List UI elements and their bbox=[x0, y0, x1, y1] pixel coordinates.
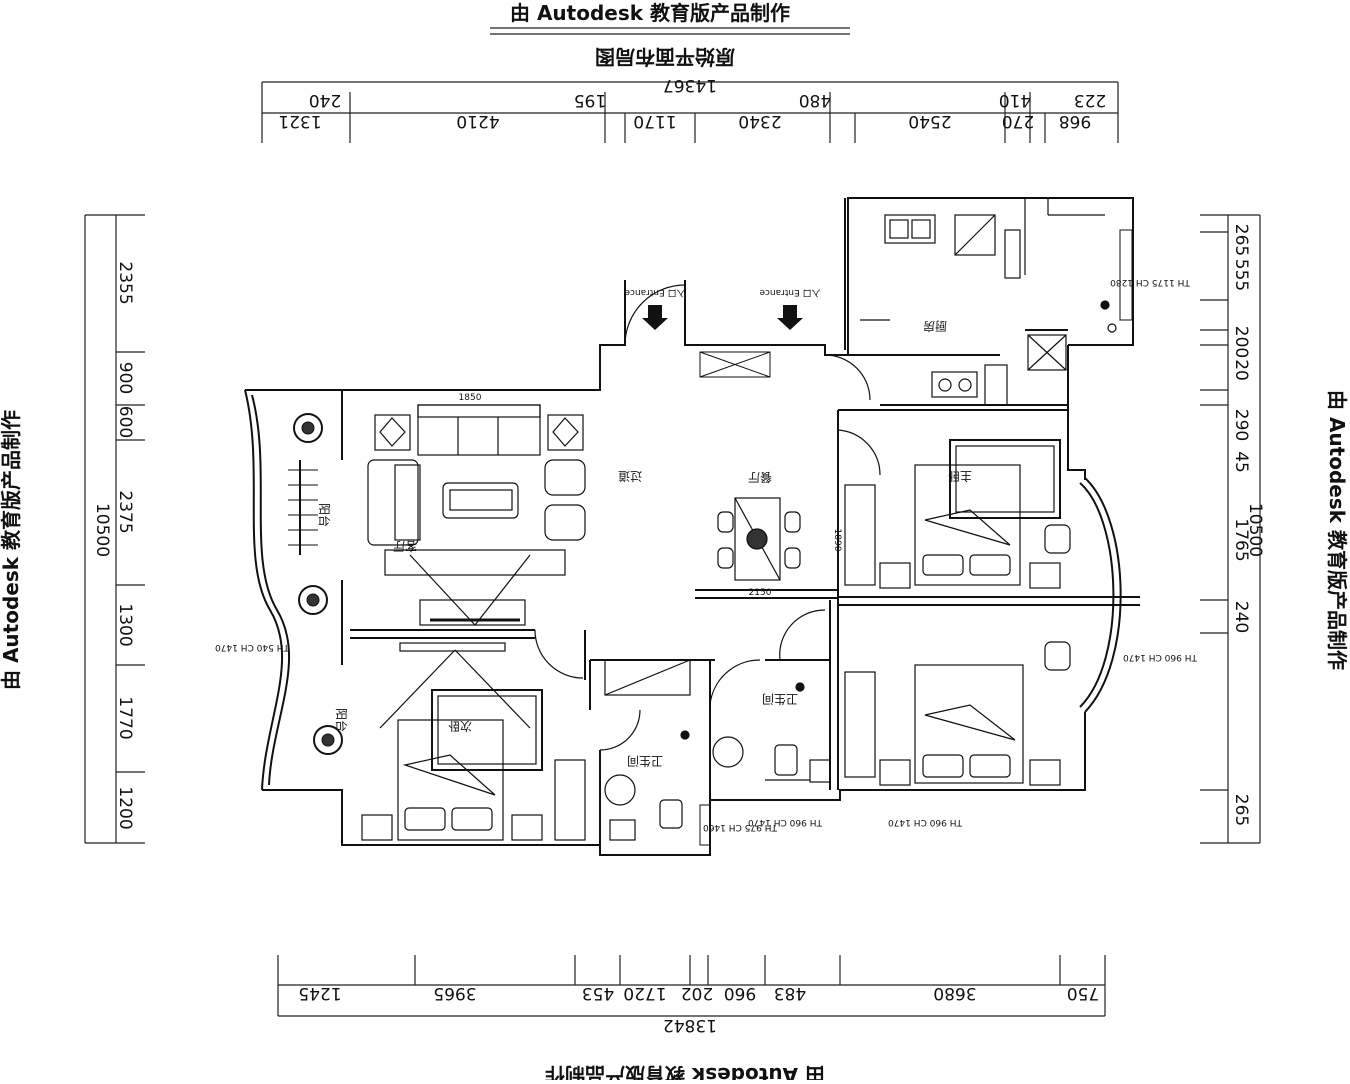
window-note: TH 1175 CH 1280 bbox=[1110, 277, 1191, 287]
room-kitchen: 厨房 bbox=[923, 319, 947, 334]
kitchen-fixtures bbox=[860, 198, 1117, 406]
window-markers bbox=[699, 229, 1133, 846]
dim-bottom: 1245 bbox=[298, 983, 341, 1003]
top-dimension-lines bbox=[261, 81, 1119, 143]
window-note: TH 960 CH 1470 bbox=[748, 817, 823, 827]
entrance-label: 入口 Entrance bbox=[624, 287, 686, 298]
dim-right: 1765 bbox=[1231, 518, 1251, 561]
third-bed bbox=[361, 642, 586, 841]
dim-left: 2375 bbox=[115, 490, 135, 533]
window-note: TH 960 CH 1470 bbox=[888, 817, 963, 827]
watermark-right: 由 Autodesk 教育版产品制作 bbox=[1325, 390, 1349, 670]
watermark-bottom: 由 Autodesk 教育版产品制作 bbox=[545, 1063, 825, 1080]
dim-right: 265 bbox=[1231, 794, 1251, 826]
doors bbox=[534, 284, 881, 751]
dining-table bbox=[717, 497, 801, 581]
dim-right: 555 bbox=[1231, 259, 1251, 291]
dim-bottom-total: 13842 bbox=[663, 1015, 717, 1035]
dim-right: 265 bbox=[1231, 224, 1251, 256]
dim-dining-width: 2150 bbox=[749, 588, 772, 598]
entrance-label: 入口 Entrance bbox=[759, 287, 821, 298]
dim-left: 600 bbox=[115, 406, 135, 438]
second-bed bbox=[844, 641, 1071, 786]
dim-top-upper: 240 bbox=[309, 90, 341, 110]
room-second-bed: 次卧 bbox=[448, 719, 472, 733]
dim-bottom: 483 bbox=[774, 983, 806, 1003]
room-corridor: 过道 bbox=[618, 469, 642, 483]
dim-bottom: 1720 bbox=[623, 983, 666, 1003]
dim-right: 200 bbox=[1231, 326, 1251, 358]
dim-top-lower: 2540 bbox=[908, 111, 951, 131]
dim-top-lower: 4210 bbox=[456, 111, 499, 131]
dim-top-upper: 480 bbox=[799, 90, 831, 110]
dim-right: 290 bbox=[1231, 409, 1251, 441]
room-balcony-2: 阳台 bbox=[334, 708, 349, 732]
dim-dining-height: 1890 bbox=[832, 529, 842, 552]
dim-top-total: 14367 bbox=[663, 75, 717, 95]
dim-top-lower: 2340 bbox=[738, 111, 781, 131]
dim-left: 900 bbox=[115, 362, 135, 394]
dim-bottom: 960 bbox=[724, 983, 756, 1003]
dim-top-upper: 410 bbox=[999, 90, 1031, 110]
dim-left-total: 10500 bbox=[92, 503, 112, 557]
master-bed bbox=[844, 439, 1071, 589]
dim-sofa: 1850 bbox=[459, 393, 482, 403]
dim-top-lower: 1321 bbox=[278, 111, 321, 131]
dim-right-total: 10500 bbox=[1245, 503, 1265, 557]
dim-left: 1300 bbox=[115, 603, 135, 646]
window-note: TH 960 CH 1470 bbox=[1123, 652, 1198, 662]
dim-right: 20 bbox=[1231, 359, 1251, 381]
watermark-top: 由 Autodesk 教育版产品制作 bbox=[510, 1, 790, 25]
dim-left: 1200 bbox=[115, 786, 135, 829]
dim-top-upper: 195 bbox=[574, 90, 606, 110]
bottom-dimension-lines bbox=[277, 955, 1106, 1017]
dim-top-lower: 968 bbox=[1059, 111, 1091, 131]
window-note: TH 540 CH 1470 bbox=[215, 642, 290, 652]
dim-bottom: 750 bbox=[1067, 983, 1099, 1003]
plant-icons bbox=[288, 413, 343, 755]
bathroom-fixtures bbox=[604, 659, 831, 841]
dim-bottom: 453 bbox=[582, 983, 614, 1003]
dim-top-upper: 223 bbox=[1074, 90, 1106, 110]
window-note: TH 975 CH 1460 bbox=[703, 822, 778, 832]
dim-top-lower: 1170 bbox=[633, 111, 676, 131]
dim-right: 45 bbox=[1231, 451, 1251, 473]
dim-right: 240 bbox=[1231, 601, 1251, 633]
sofa-set bbox=[367, 404, 586, 626]
dim-bottom: 202 bbox=[681, 983, 713, 1003]
dim-left: 2355 bbox=[115, 261, 135, 304]
plan-title: 原始平面布局图 bbox=[595, 45, 735, 69]
right-dimension-lines bbox=[1200, 214, 1261, 844]
entrance-arrow-icon bbox=[642, 305, 803, 330]
room-balcony-1: 阳台 bbox=[317, 503, 332, 527]
dim-top-lower: 270 bbox=[1002, 111, 1034, 131]
dim-bottom: 3680 bbox=[933, 983, 976, 1003]
watermark-left: 由 Autodesk 教育版产品制作 bbox=[0, 410, 23, 690]
room-master-bed: 主卧 bbox=[948, 469, 972, 483]
dim-left: 1770 bbox=[115, 696, 135, 739]
room-living: 客厅 bbox=[393, 539, 417, 554]
room-bath-2: 卫生间 bbox=[762, 692, 798, 706]
room-bath-1: 卫生间 bbox=[627, 754, 663, 768]
exterior-walls bbox=[244, 197, 1140, 856]
room-dining: 餐厅 bbox=[748, 470, 772, 485]
left-dimension-lines bbox=[84, 214, 145, 844]
dim-bottom: 3965 bbox=[433, 983, 476, 1003]
